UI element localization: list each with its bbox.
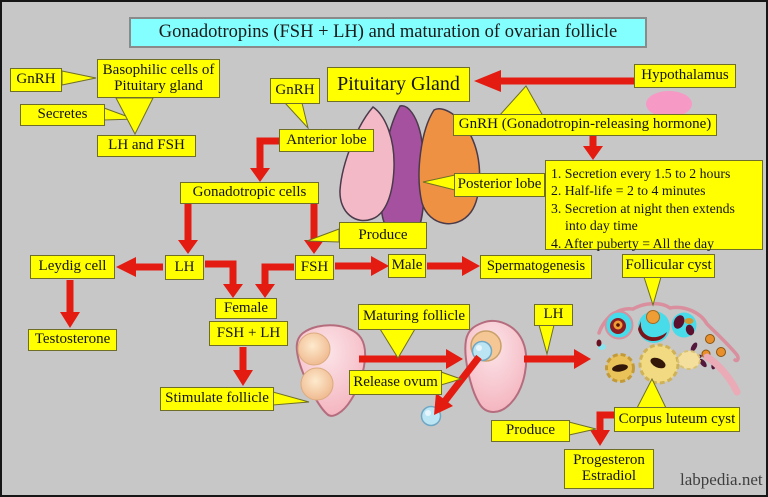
progesteron-line2: Estradiol bbox=[581, 468, 637, 484]
arrow-lh-to-leydig bbox=[116, 257, 163, 277]
label-lh-right: LH bbox=[534, 304, 573, 326]
basophilic-line2: Pituitary gland bbox=[114, 77, 203, 94]
label-fsh-plus-lh: FSH + LH bbox=[209, 321, 288, 346]
arrow-gnrh-to-facts bbox=[583, 136, 603, 160]
pointer-gnrh-left bbox=[61, 70, 97, 86]
watermark-labpedia: labpedia.net bbox=[680, 470, 763, 489]
label-female: Female bbox=[215, 298, 277, 319]
label-produce-bottom: Produce bbox=[491, 420, 570, 442]
hypothalamus-illustration bbox=[646, 91, 692, 117]
arrow-ovary-to-cycle bbox=[524, 349, 591, 369]
arrow-hypothalamus-to-pituitary bbox=[474, 70, 635, 92]
arrow-lh-to-female bbox=[205, 260, 243, 298]
arrow-ovary-to-ovary bbox=[359, 349, 463, 369]
label-secretes: Secretes bbox=[20, 104, 105, 126]
fact-line-4: 4. After puberty = All the day bbox=[551, 235, 714, 251]
label-maturing-follicle: Maturing follicle bbox=[358, 304, 470, 330]
fact-line-2: 2. Half-life = 2 to 4 minutes bbox=[551, 183, 706, 199]
pointer-gnrh-hormone bbox=[497, 85, 544, 117]
fact-line-3b: into day time bbox=[565, 218, 638, 234]
basophilic-line1: Basophilic cells of bbox=[102, 61, 215, 78]
arrow-fsh-to-female bbox=[255, 263, 294, 298]
arrow-anterior-to-gonadotropic bbox=[250, 137, 280, 182]
label-stimulate-follicle: Stimulate follicle bbox=[160, 387, 274, 411]
pointer-lh-right bbox=[538, 324, 555, 356]
label-male: Male bbox=[388, 254, 426, 278]
label-gnrh-mid: GnRH bbox=[270, 78, 320, 104]
arrow-gonadotropic-to-lh bbox=[178, 203, 198, 254]
arrow-gonadotropic-to-fsh bbox=[304, 203, 324, 254]
ovary-left-illustration bbox=[295, 324, 367, 417]
label-progesteron-estradiol: Progesteron Estradiol bbox=[564, 449, 654, 489]
arrow-male-to-spermatogenesis bbox=[427, 256, 480, 276]
pointer-corpus-luteum bbox=[636, 377, 667, 409]
label-gonadotropic-cells: Gonadotropic cells bbox=[180, 182, 319, 204]
progesteron-line1: Progesteron bbox=[573, 452, 645, 469]
arrow-fsh-to-male bbox=[335, 256, 389, 276]
label-gnrh-left: GnRH bbox=[10, 68, 62, 92]
label-lh: LH bbox=[165, 255, 204, 280]
pointer-posterior-lobe bbox=[422, 174, 456, 191]
pointer-follicular-cyst bbox=[643, 276, 662, 307]
label-hypothalamus: Hypothalamus bbox=[634, 64, 736, 88]
pointer-gnrh-mid bbox=[283, 102, 309, 130]
ovary-right-illustration bbox=[464, 320, 528, 413]
arrow-fshlh-to-stimulate bbox=[233, 347, 253, 386]
label-corpus-luteum-cyst: Corpus luteum cyst bbox=[614, 407, 740, 432]
pointer-stimulate bbox=[272, 391, 310, 406]
gnrh-facts-list: 1. Secretion every 1.5 to 2 hours 2. Hal… bbox=[545, 160, 763, 251]
label-release-ovum: Release ovum bbox=[349, 370, 442, 395]
diagram-title: Gonadotropins (FSH + LH) and maturation … bbox=[129, 17, 647, 48]
pointer-basophilic bbox=[115, 97, 154, 136]
label-anterior-lobe: Anterior lobe bbox=[279, 129, 374, 152]
arrow-corpus-to-progesteron bbox=[590, 411, 615, 446]
pointer-maturing-follicle bbox=[379, 328, 416, 359]
arrow-leydig-to-testosterone bbox=[60, 280, 80, 328]
ovarian-cycle-illustration bbox=[596, 301, 741, 396]
label-spermatogenesis: Spermatogenesis bbox=[480, 255, 592, 279]
label-leydig-cell: Leydig cell bbox=[30, 255, 115, 279]
label-basophilic-cells: Basophilic cells of Pituitary gland bbox=[97, 59, 220, 98]
label-fsh: FSH bbox=[295, 255, 334, 280]
label-pituitary-gland: Pituitary Gland bbox=[327, 67, 470, 102]
label-produce-top: Produce bbox=[339, 222, 427, 249]
label-posterior-lobe: Posterior lobe bbox=[454, 173, 545, 197]
fact-line-1: 1. Secretion every 1.5 to 2 hours bbox=[551, 166, 731, 181]
label-follicular-cyst: Follicular cyst bbox=[622, 254, 715, 278]
fact-line-3: 3. Secretion at night then extends bbox=[551, 200, 735, 216]
label-lh-and-fsh: LH and FSH bbox=[97, 135, 196, 157]
label-testosterone: Testosterone bbox=[28, 329, 117, 351]
label-gnrh-hormone: GnRH (Gonadotropin-releasing hormone) bbox=[453, 114, 717, 136]
